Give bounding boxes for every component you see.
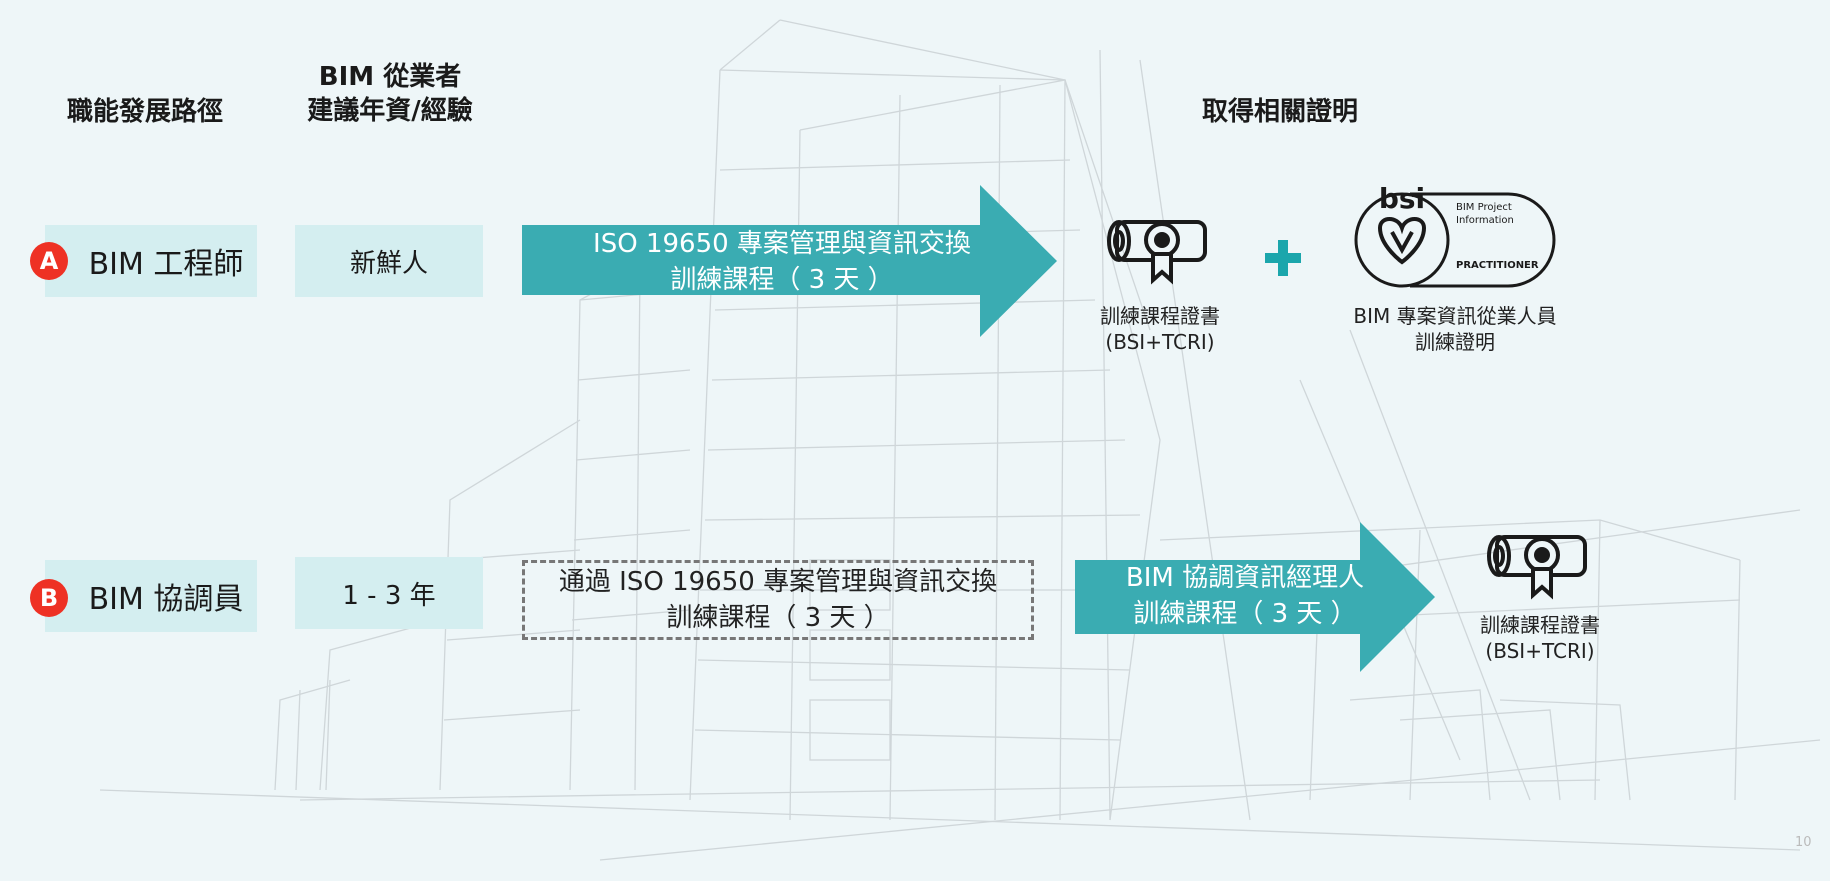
course-a-line2: 訓練課程（ 3 天 ） (670, 265, 894, 295)
role-label-a: BIM 工程師 (88, 247, 244, 282)
header-experience-line1: BIM 從業者 (318, 62, 462, 92)
cert-b-line1: 訓練課程證書 (1480, 613, 1600, 637)
prereq-b-line1: 通過 ISO 19650 專案管理與資訊交換 (558, 567, 998, 597)
course-a-line1: ISO 19650 專案管理與資訊交換 (593, 229, 971, 259)
experience-label-b: 1 - 3 年 (342, 580, 436, 611)
certificate-scroll-icon (1107, 220, 1207, 285)
bsi-kitemark-logo: bsi BIM Project Information PRACTITIONER (1354, 182, 1556, 288)
bsi-caption: BIM 專案資訊從業人員 訓練證明 (1330, 303, 1580, 355)
course-arrow-b (1075, 522, 1435, 672)
course-arrow-a (522, 185, 1057, 337)
bsi-caption-line2: 訓練證明 (1415, 330, 1495, 354)
header-experience: BIM 從業者 建議年資/經驗 (270, 60, 510, 128)
header-experience-line2: 建議年資/經驗 (307, 96, 473, 126)
prerequisite-box-b: 通過 ISO 19650 專案管理與資訊交換 訓練課程（ 3 天 ） (522, 560, 1034, 640)
cert-a-line2: (BSI+TCRI) (1105, 330, 1215, 354)
page-number: 10 (1795, 835, 1812, 850)
certificate-scroll-icon (1487, 535, 1587, 600)
role-box-b: BIM 協調員 (45, 560, 257, 632)
bsi-mark-line1: BIM Project (1456, 202, 1512, 213)
experience-label-a: 新鮮人 (349, 248, 428, 279)
role-box-a: BIM 工程師 (45, 225, 257, 297)
experience-box-a: 新鮮人 (295, 225, 483, 297)
bsi-caption-line1: BIM 專案資訊從業人員 (1353, 304, 1557, 328)
header-career-path: 職能發展路徑 (66, 97, 223, 127)
cert-caption-b: 訓練課程證書 (BSI+TCRI) (1460, 612, 1620, 664)
bsi-mark-line2: Information (1456, 215, 1514, 226)
badge-a: A (30, 242, 68, 280)
cert-caption-a: 訓練課程證書 (BSI+TCRI) (1080, 303, 1240, 355)
plus-icon (1265, 240, 1301, 276)
course-b-line1: BIM 協調資訊經理人 (1125, 563, 1365, 593)
course-b-line2: 訓練課程（ 3 天 ） (1133, 599, 1357, 629)
course-text-a: ISO 19650 專案管理與資訊交換 訓練課程（ 3 天 ） (522, 226, 1042, 298)
bsi-logo-text: bsi (1379, 182, 1425, 215)
cert-a-line1: 訓練課程證書 (1100, 304, 1220, 328)
header-certificates: 取得相關證明 (1201, 97, 1358, 127)
role-label-b: BIM 協調員 (88, 582, 244, 617)
prereq-b-line2: 訓練課程（ 3 天 ） (666, 603, 890, 633)
cert-b-line2: (BSI+TCRI) (1485, 639, 1595, 663)
course-text-b: BIM 協調資訊經理人 訓練課程（ 3 天 ） (1075, 560, 1415, 632)
bsi-mark-line3: PRACTITIONER (1456, 260, 1539, 271)
experience-box-b: 1 - 3 年 (295, 557, 483, 629)
badge-b: B (30, 579, 68, 617)
